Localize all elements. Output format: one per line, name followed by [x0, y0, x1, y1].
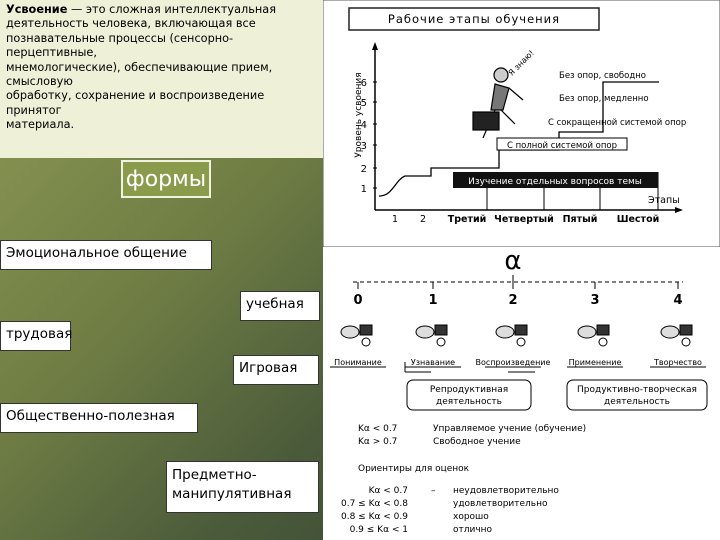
step-2-box [496, 137, 628, 151]
level-name: Понимание [334, 358, 382, 367]
step-5-label: Без опор, свободно [559, 71, 646, 81]
progress-curve [378, 81, 659, 197]
grade-mark: хорошо [453, 512, 489, 522]
step-1-box [453, 172, 658, 188]
level-numbers: 0 1 2 3 4 [353, 293, 682, 308]
level-3-icon [577, 324, 610, 347]
grade-separator: – [431, 486, 436, 496]
level-number: 0 [353, 293, 362, 308]
level-number: 2 [508, 293, 517, 308]
definition-line: обработку, сохранение и воспроизведение [6, 89, 265, 103]
level-name: Узнавание [411, 358, 455, 367]
student-figure-icon [472, 67, 524, 139]
group-reproductive-box [406, 379, 532, 411]
definition-line: — это сложная интеллектуальная [67, 3, 276, 16]
level-connectors [353, 275, 683, 289]
definition-text: Усвоение — это сложная интеллектуальная … [0, 0, 323, 158]
x-axis-arrow [675, 207, 683, 213]
forms-heading: формы [121, 160, 211, 198]
chart-title: Рабочие этапы обучения [388, 12, 560, 26]
definition-line: деятельность человека, включающая все [6, 17, 256, 31]
level-0-icon [340, 324, 373, 347]
definition-line: принятог [6, 103, 62, 117]
form-learning: учебная [240, 291, 320, 321]
form-play: Игровая [233, 355, 319, 385]
grading-table: Kα < 0.7 – неудовлетворительно 0.7 ≤ Kα < 0… [341, 486, 559, 535]
level-name: Творчество [653, 358, 702, 367]
x-tick-label: Шестой [617, 214, 660, 225]
grading-title: Ориентиры для оценок [358, 464, 470, 474]
grade-condition: Kα < 0.7 [369, 486, 408, 496]
x-tick-label: 1 [392, 214, 398, 225]
formula-condition: Kα < 0.7 [358, 424, 397, 434]
form-emotional: Эмоциональное общение [0, 240, 212, 270]
definition-line: познавательные процессы (сенсорно- [6, 31, 234, 45]
step-1-label: Изучение отдельных вопросов темы [468, 177, 642, 187]
definition-term: Усвоение [6, 3, 68, 16]
x-ticks: 1 2 Третий Четвертый Пятый Шестой [392, 172, 659, 225]
level-number: 1 [428, 293, 437, 308]
level-4-icon [660, 324, 693, 347]
y-tick-label: 6 [361, 78, 367, 89]
step-4-label: Без опор, медленно [559, 94, 649, 104]
formula-text: Свободное учение [433, 437, 521, 447]
formulas: Kα < 0.7 Управляемое учение (обучение) Kα … [358, 424, 586, 447]
group-productive-box [566, 379, 708, 411]
grade-condition: 0.7 ≤ Kα < 0.8 [341, 499, 408, 509]
title-frame [348, 7, 600, 31]
y-tick-label: 5 [361, 98, 367, 109]
grade-condition: 0.9 ≤ Kα < 1 [350, 525, 408, 535]
y-tick-label: 4 [361, 120, 367, 131]
y-axis-label: Уровень усвоения [354, 72, 364, 157]
step-3-label: С сокращенной системой опор [548, 118, 686, 128]
alpha-symbol: α [504, 247, 521, 276]
grade-mark: удовлетворительно [453, 499, 548, 509]
level-number: 4 [673, 293, 682, 308]
level-icons [340, 324, 693, 347]
level-name: Воспроизведение [476, 358, 551, 367]
level-2-icon [495, 324, 528, 347]
x-tick-label: Третий [448, 214, 487, 225]
definition-line: перцептивные, [6, 46, 97, 60]
grade-condition: 0.8 ≤ Kα < 0.9 [341, 512, 408, 522]
assimilation-levels-diagram: α 0 1 2 3 4 Понимание Узнавание Воспроизведени… [323, 247, 720, 540]
formula-condition: Kα > 0.7 [358, 437, 397, 447]
level-number: 3 [590, 293, 599, 308]
x-axis-label: Этапы [648, 195, 680, 206]
x-tick-label: Пятый [563, 214, 598, 225]
y-tick-label: 2 [361, 164, 367, 175]
level-1-icon [415, 324, 448, 347]
step-2-label: С полной системой опор [507, 141, 617, 151]
level-name: Применение [569, 358, 622, 367]
level-names: Понимание Узнавание Воспроизведение Примене… [330, 358, 706, 368]
grade-mark: отлично [453, 525, 493, 535]
grade-mark: неудовлетворительно [453, 486, 559, 496]
form-labor: трудовая [0, 321, 72, 351]
definition-line: материала. [6, 118, 75, 132]
y-tick-label: 3 [361, 141, 367, 152]
form-object-manipulative: Предметно-манипулятивная [166, 461, 319, 513]
learning-stages-diagram: Рабочие этапы обучения Уровень усвоения … [323, 0, 720, 247]
definition-line: смысловую [6, 75, 73, 89]
y-ticks: 1 2 3 4 5 6 [361, 78, 377, 195]
y-axis-arrow [372, 42, 378, 50]
form-socially-useful: Общественно-полезная [0, 403, 198, 433]
definition-line: мнемологические), обеспечивающие прием, [6, 60, 273, 74]
x-tick-label: 2 [420, 214, 426, 225]
y-tick-label: 1 [361, 184, 367, 195]
formula-text: Управляемое учение (обучение) [433, 424, 586, 434]
x-tick-label: Четвертый [494, 214, 554, 225]
